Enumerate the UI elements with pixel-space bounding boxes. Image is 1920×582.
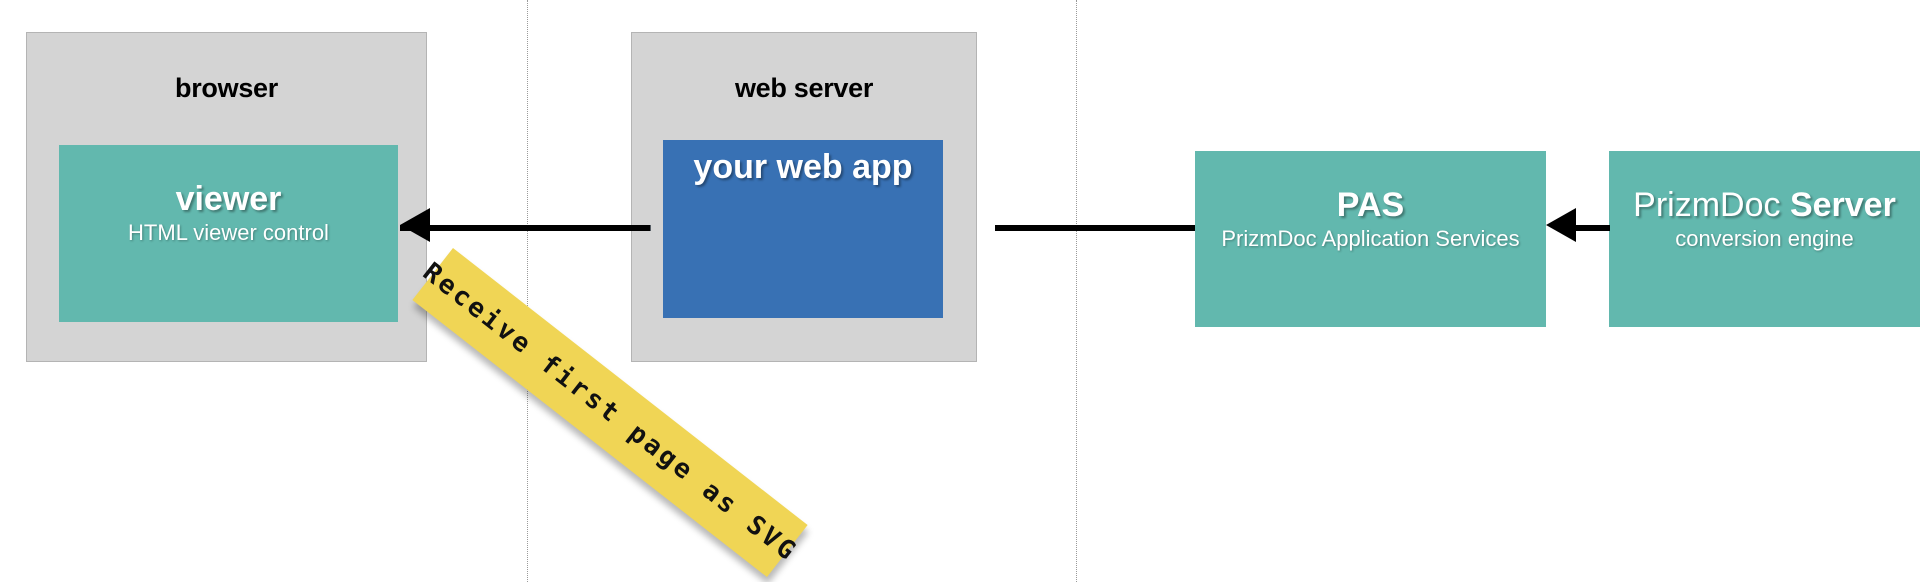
connector-to-viewer xyxy=(400,225,650,231)
prizmdoc-server-text-stack: PrizmDoc Server conversion engine xyxy=(1609,186,1920,251)
your-web-app-title: your web app xyxy=(693,148,913,186)
arrowhead-server-to-pas xyxy=(1546,208,1576,242)
pas-component[interactable]: PAS PrizmDoc Application Services xyxy=(1195,151,1546,327)
prizmdoc-server-title-strong: Server xyxy=(1789,186,1896,224)
connector-pas-to-webapp xyxy=(995,225,1195,231)
viewer-text-stack: viewer HTML viewer control xyxy=(59,180,398,245)
viewer-title: viewer xyxy=(175,180,282,218)
lane-divider-1 xyxy=(527,0,528,582)
browser-container-title: browser xyxy=(175,73,278,103)
prizmdoc-server-title-light: PrizmDoc xyxy=(1633,186,1790,224)
connector-webapp-dotted xyxy=(640,225,1000,231)
connector-server-to-pas xyxy=(1576,225,1610,231)
prizmdoc-server-subtitle: conversion engine xyxy=(1675,225,1854,251)
arrowhead-to-viewer xyxy=(400,208,430,242)
web-server-container-title: web server xyxy=(734,73,874,103)
pas-subtitle: PrizmDoc Application Services xyxy=(1221,225,1520,251)
viewer-subtitle: HTML viewer control xyxy=(128,219,329,245)
pas-title: PAS xyxy=(1336,186,1405,224)
pas-text-stack: PAS PrizmDoc Application Services xyxy=(1195,186,1546,251)
your-web-app-text-stack: your web app xyxy=(663,148,943,186)
lane-divider-2 xyxy=(1076,0,1077,582)
prizmdoc-server-title: PrizmDoc Server xyxy=(1609,186,1920,224)
prizmdoc-server-component[interactable]: PrizmDoc Server conversion engine xyxy=(1609,151,1920,327)
viewer-component[interactable]: viewer HTML viewer control xyxy=(59,145,398,322)
